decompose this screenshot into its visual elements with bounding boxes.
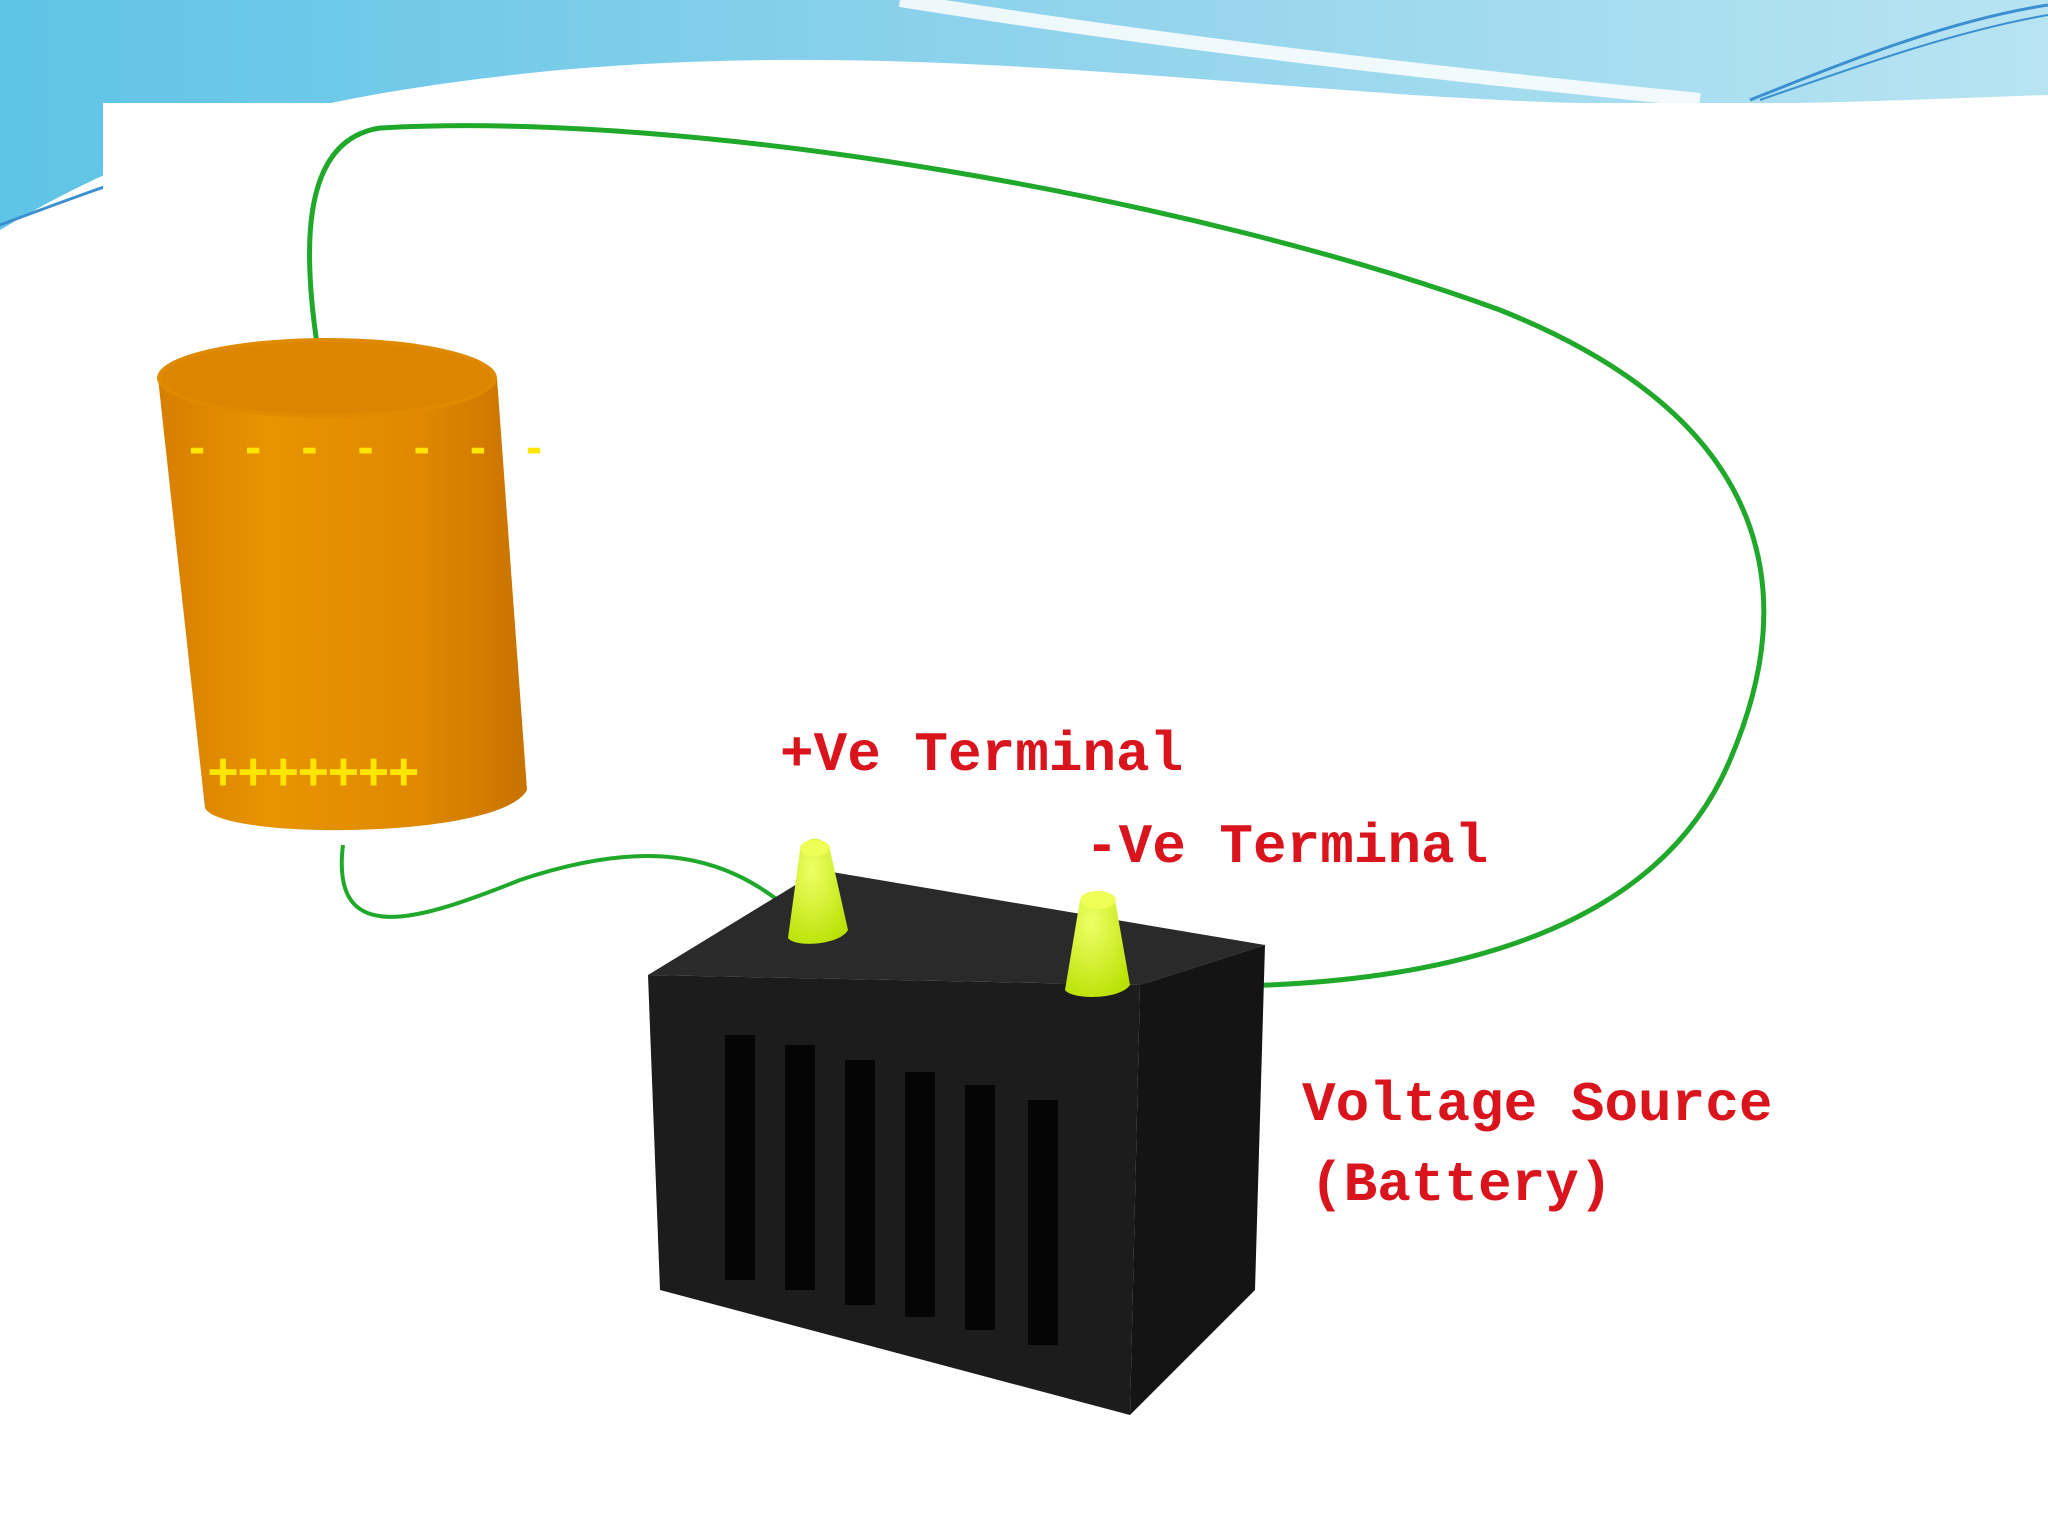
capacitor-negative-marks: - - - - - - - — [185, 426, 550, 472]
positive-terminal — [788, 838, 848, 944]
label-voltage-source: Voltage Source — [1302, 1073, 1772, 1137]
battery-cell-slots — [725, 1035, 1058, 1345]
negative-terminal — [1065, 891, 1130, 997]
label-positive-terminal: +Ve Terminal — [780, 723, 1183, 787]
header-wave-decoration — [0, 0, 2048, 230]
circuit-diagram: - - - - - - - +++++++ — [157, 123, 1772, 1415]
wire-top — [306, 123, 1767, 989]
label-battery: (Battery) — [1310, 1153, 1612, 1217]
diagram-panel: - - - - - - - +++++++ — [103, 103, 1911, 1435]
wire-bottom — [339, 844, 792, 919]
label-negative-terminal: -Ve Terminal — [1085, 815, 1488, 879]
capacitor-positive-marks: +++++++ — [208, 742, 419, 800]
capacitor: - - - - - - - +++++++ — [157, 338, 550, 831]
battery — [648, 870, 1265, 1415]
